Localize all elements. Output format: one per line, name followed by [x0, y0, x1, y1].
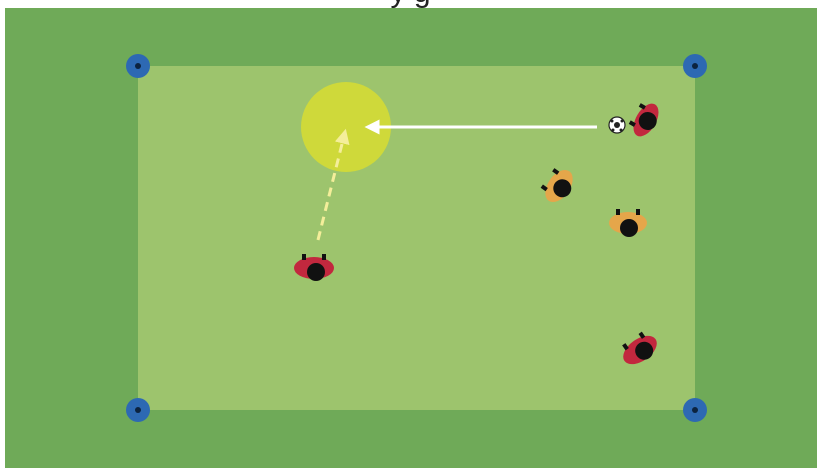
- playing-area: [138, 66, 695, 410]
- corner-cone-top-right: [683, 54, 707, 78]
- corner-cone-top-left: [126, 54, 150, 78]
- soccer-ball-icon: [609, 117, 625, 133]
- corner-cone-bottom-right: [683, 398, 707, 422]
- corner-cone-bottom-left: [126, 398, 150, 422]
